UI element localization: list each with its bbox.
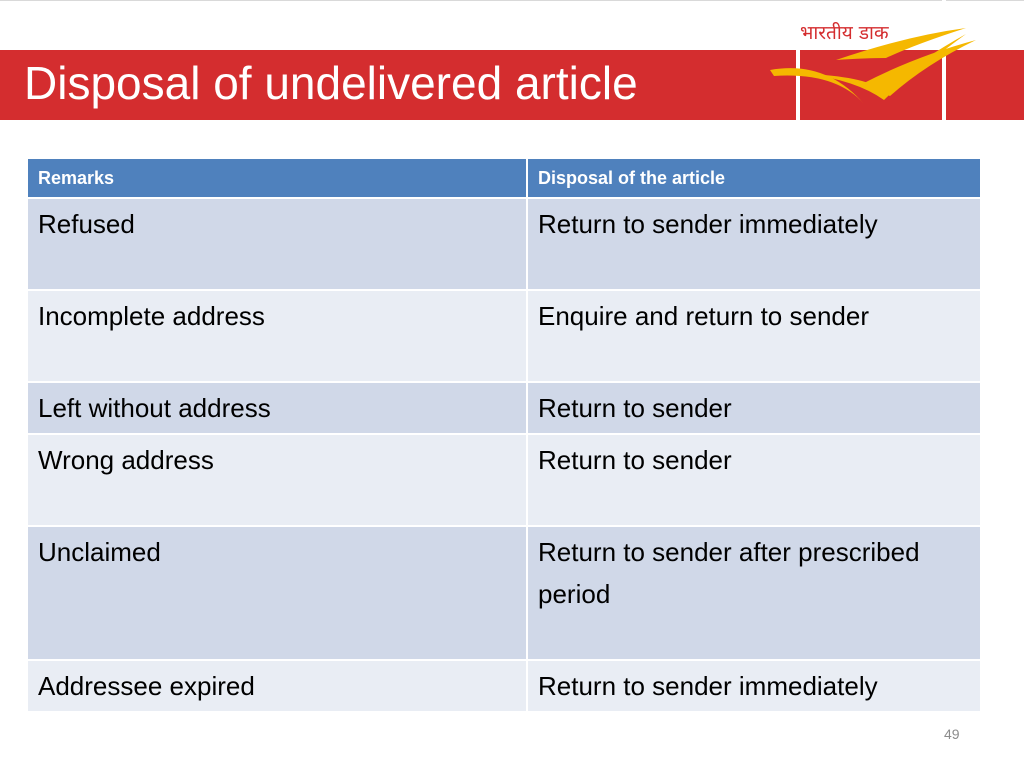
remark-cell: Wrong address bbox=[26, 433, 528, 527]
remark-cell: Unclaimed bbox=[26, 525, 528, 661]
header-disposal: Disposal of the article bbox=[526, 157, 982, 199]
table-row: Left without address Return to sender bbox=[26, 381, 982, 435]
title-band bbox=[0, 50, 1024, 120]
table-header-row: Remarks Disposal of the article bbox=[26, 157, 982, 199]
disposal-cell: Return to sender bbox=[526, 433, 982, 527]
slide-title: Disposal of undelivered article bbox=[24, 57, 638, 109]
page-number: 49 bbox=[944, 726, 960, 742]
top-border bbox=[0, 0, 1024, 1]
disposal-cell: Return to sender immediately bbox=[526, 659, 982, 713]
disposal-cell: Return to sender after prescribed period bbox=[526, 525, 982, 661]
india-post-logo-icon bbox=[766, 0, 1024, 120]
table-row: Refused Return to sender immediately bbox=[26, 197, 982, 291]
remark-cell: Left without address bbox=[26, 381, 528, 435]
remark-cell: Refused bbox=[26, 197, 528, 291]
table-row: Incomplete address Enquire and return to… bbox=[26, 289, 982, 383]
table-row: Unclaimed Return to sender after prescri… bbox=[26, 525, 982, 661]
table-row: Wrong address Return to sender bbox=[26, 433, 982, 527]
header-remarks: Remarks bbox=[26, 157, 528, 199]
logo-hindi-text: भारतीय डाक bbox=[800, 22, 889, 44]
disposal-table: Remarks Disposal of the article Refused … bbox=[26, 157, 982, 713]
remark-cell: Addressee expired bbox=[26, 659, 528, 713]
remark-cell: Incomplete address bbox=[26, 289, 528, 383]
disposal-cell: Enquire and return to sender bbox=[526, 289, 982, 383]
disposal-cell: Return to sender immediately bbox=[526, 197, 982, 291]
table-row: Addressee expired Return to sender immed… bbox=[26, 659, 982, 713]
disposal-cell: Return to sender bbox=[526, 381, 982, 435]
